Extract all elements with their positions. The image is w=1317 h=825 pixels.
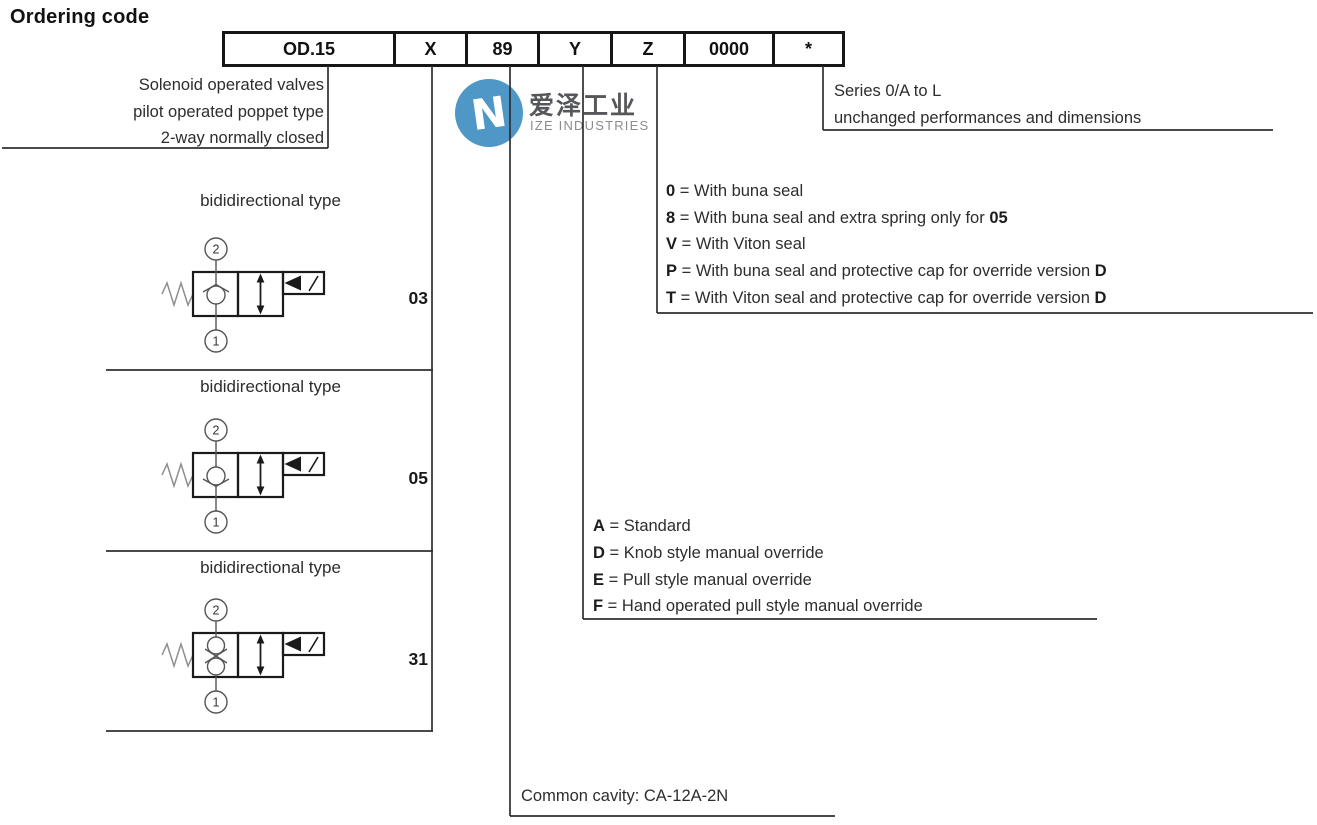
valve-symbol-31 <box>160 597 326 715</box>
valve-row-code: 03 <box>408 288 428 308</box>
valve-row-heading: bididirectional type <box>200 377 341 396</box>
model-description: Solenoid operated valves pilot operated … <box>2 72 324 152</box>
valve-row-heading: bididirectional type <box>200 558 341 577</box>
override-option: D = Knob style manual override <box>593 543 824 562</box>
logo-en-text: IZE INDUSTRIES <box>530 118 650 133</box>
override-option: E = Pull style manual override <box>593 570 812 589</box>
override-option: A = Standard <box>593 517 691 535</box>
model-description-line: 2-way normally closed <box>160 129 324 147</box>
logo-cn-text: 爱泽工业 <box>529 92 638 120</box>
valve-symbol-05 <box>160 417 326 535</box>
cavity-note: Common cavity: CA-12A-2N <box>521 787 729 805</box>
valve-row-code: 31 <box>408 649 428 669</box>
model-description-line: Solenoid operated valves <box>138 76 324 94</box>
code-cell-cavity: 89 <box>465 34 537 64</box>
override-option: F = Hand operated pull style manual over… <box>593 597 923 616</box>
model-description-line: pilot operated poppet type <box>133 102 324 121</box>
seal-option: P = With buna seal and protective cap fo… <box>666 262 1107 281</box>
seal-options-list: 0 = With buna seal 8 = With buna seal an… <box>666 178 1107 312</box>
series-description-line: unchanged performances and dimensions <box>834 108 1142 127</box>
code-cell-override: Y <box>537 34 610 64</box>
seal-option: 8 = With buna seal and extra spring only… <box>666 208 1008 227</box>
page-title: Ordering code <box>10 6 150 28</box>
code-cell-voltage: 0000 <box>683 34 772 64</box>
valve-symbol-03 <box>160 236 326 354</box>
valve-row-code: 05 <box>408 468 428 488</box>
seal-option: T = With Viton seal and protective cap f… <box>666 288 1107 307</box>
ordering-code-table: OD.15 X 89 Y Z 0000 * <box>222 31 845 67</box>
code-cell-model: OD.15 <box>282 38 336 59</box>
brand-logo: N 爱泽工业 IZE INDUSTRIES <box>453 77 648 154</box>
code-cell-series: * <box>772 34 842 64</box>
code-cell-type: X <box>393 34 465 64</box>
code-cell-seal: Z <box>610 34 683 64</box>
override-options-list: A = Standard D = Knob style manual overr… <box>593 513 923 620</box>
callout-lines <box>2 66 1313 817</box>
series-description: Series 0/A to L unchanged performances a… <box>834 78 1141 131</box>
logo-mark-icon: N <box>455 79 523 147</box>
svg-text:N: N <box>468 87 510 140</box>
seal-option: V = With Viton seal <box>666 235 806 254</box>
seal-option: 0 = With buna seal <box>666 182 804 200</box>
valve-row-heading: bididirectional type <box>200 191 341 210</box>
series-description-line: Series 0/A to L <box>834 82 942 100</box>
